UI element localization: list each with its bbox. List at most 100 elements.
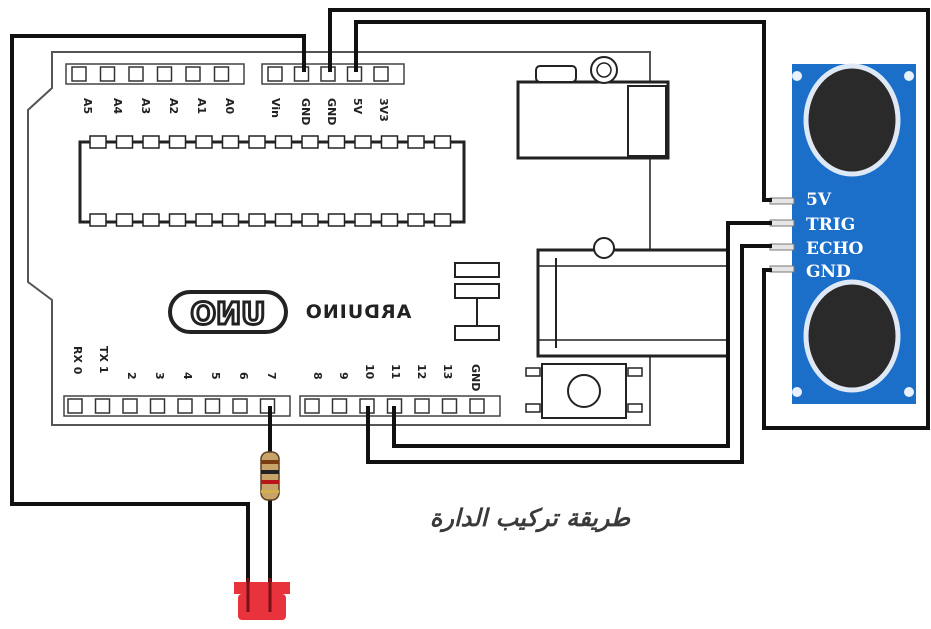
microcontroller-chip — [78, 135, 466, 227]
chip-pin — [221, 213, 240, 227]
pin-label-gnd-digital: GND — [469, 364, 482, 391]
digital-header-left — [63, 395, 291, 417]
header-pin — [94, 398, 111, 414]
pin-label-d3: 3 — [153, 372, 166, 380]
sensor-transducer-bottom — [803, 279, 901, 393]
digital-left-labels: RX 0 TX 1 2 3 4 5 6 7 — [71, 346, 278, 380]
chip-pin — [115, 135, 134, 149]
pin-label-d13: 13 — [441, 364, 454, 379]
arduino-brand-text: ARDUINO — [305, 301, 412, 323]
pin-label-tx1: TX 1 — [97, 346, 110, 373]
pin-label-d10: 10 — [363, 364, 376, 380]
pin-label-a4: A4 — [111, 98, 124, 115]
wire-pin10-to-echo — [366, 244, 772, 464]
pin-label-d11: 11 — [389, 364, 402, 379]
header-pin — [259, 398, 276, 414]
chip-pin — [168, 135, 187, 149]
header-pin — [185, 66, 201, 82]
chip-pin — [433, 135, 452, 149]
header-pin — [293, 66, 310, 82]
chip-pin — [195, 135, 213, 149]
wire-5v-to-sensor — [354, 20, 772, 202]
chip-pin — [407, 135, 425, 149]
header-pin — [177, 398, 193, 414]
chip-pin — [433, 213, 452, 227]
sensor-pin-label-echo: ECHO — [806, 239, 864, 259]
pin-label-5v: 5V — [351, 98, 364, 115]
pin-label-a2: A2 — [167, 98, 180, 114]
chip-pin — [380, 213, 399, 227]
diagram-caption: طريقة تركيب الدارة — [430, 504, 631, 533]
chip-pin — [142, 135, 160, 149]
pin-label-rx0: RX 0 — [71, 346, 84, 375]
pin-label-d12: 12 — [415, 364, 428, 379]
sensor-pin-label-gnd: GND — [806, 262, 851, 282]
pin-label-d6: 6 — [237, 372, 250, 380]
header-pin — [156, 66, 173, 82]
header-pin — [441, 398, 458, 414]
sensor-pin-label-5v: 5V — [806, 190, 832, 210]
wire-gnd-to-sensor — [328, 8, 930, 430]
header-pin — [414, 398, 430, 414]
reset-button — [525, 363, 643, 419]
chip-pin — [301, 135, 319, 149]
header-pin — [232, 398, 248, 414]
chip-pin — [380, 135, 399, 149]
chip-pin — [248, 135, 266, 149]
chip-pin — [142, 213, 160, 227]
wires — [10, 8, 930, 592]
pin-label-d9: 9 — [337, 372, 350, 380]
resistor — [260, 451, 280, 501]
chip-pin — [115, 213, 134, 227]
sensor-transducer-top — [803, 63, 901, 177]
header-pin — [122, 398, 138, 414]
pin-label-gnd-1: GND — [299, 98, 312, 125]
dc-power-jack — [516, 56, 670, 160]
header-pin — [213, 66, 230, 82]
chip-pin — [168, 213, 187, 227]
wire-gnd-to-led — [10, 34, 306, 592]
chip-pin — [195, 213, 213, 227]
analog-header-labels: A5 A4 A3 A2 A1 A0 — [81, 98, 236, 115]
power-header-labels: Vin GND GND 5V 3V3 — [269, 98, 390, 125]
pin-label-a3: A3 — [139, 98, 152, 114]
uno-logo: UNO — [168, 290, 288, 334]
header-pin — [71, 66, 87, 82]
pin-label-a1: A1 — [195, 98, 208, 114]
pin-label-d8: 8 — [311, 372, 324, 380]
digital-header-right — [299, 395, 501, 417]
pin-label-gnd-2: GND — [325, 98, 338, 125]
chip-pin — [407, 213, 425, 227]
small-components — [454, 262, 500, 341]
chip-pin — [221, 135, 240, 149]
arduino-board: A5 A4 A3 A2 A1 A0 Vin GND GND 5V 3V3 — [27, 51, 730, 426]
chip-pin — [327, 213, 346, 227]
chip-pin — [301, 213, 319, 227]
pin-label-vin: Vin — [269, 98, 282, 118]
pin-label-3v3: 3V3 — [377, 98, 390, 122]
header-pin — [331, 398, 348, 414]
header-pin — [149, 398, 166, 414]
header-pin — [99, 66, 116, 82]
chip-pin — [274, 213, 293, 227]
ultrasonic-sensor: 5V TRIG ECHO GND — [769, 63, 916, 404]
header-pin — [469, 398, 485, 414]
uno-logo-text: UNO — [191, 297, 266, 332]
sensor-pin-label-trig: TRIG — [806, 215, 855, 235]
header-pin — [204, 398, 221, 414]
chip-pin — [89, 135, 107, 149]
header-pin — [373, 66, 389, 82]
chip-pin — [354, 213, 372, 227]
chip-pin — [274, 135, 293, 149]
pin-label-d7: 7 — [265, 372, 278, 380]
header-pin — [67, 398, 83, 414]
chip-pin — [89, 213, 107, 227]
chip-pin — [248, 213, 266, 227]
header-pin — [304, 398, 320, 414]
wire-pin11-to-trig — [392, 221, 772, 448]
header-pin — [128, 66, 144, 82]
pin-label-d2: 2 — [125, 372, 138, 380]
pin-label-d5: 5 — [209, 372, 222, 380]
